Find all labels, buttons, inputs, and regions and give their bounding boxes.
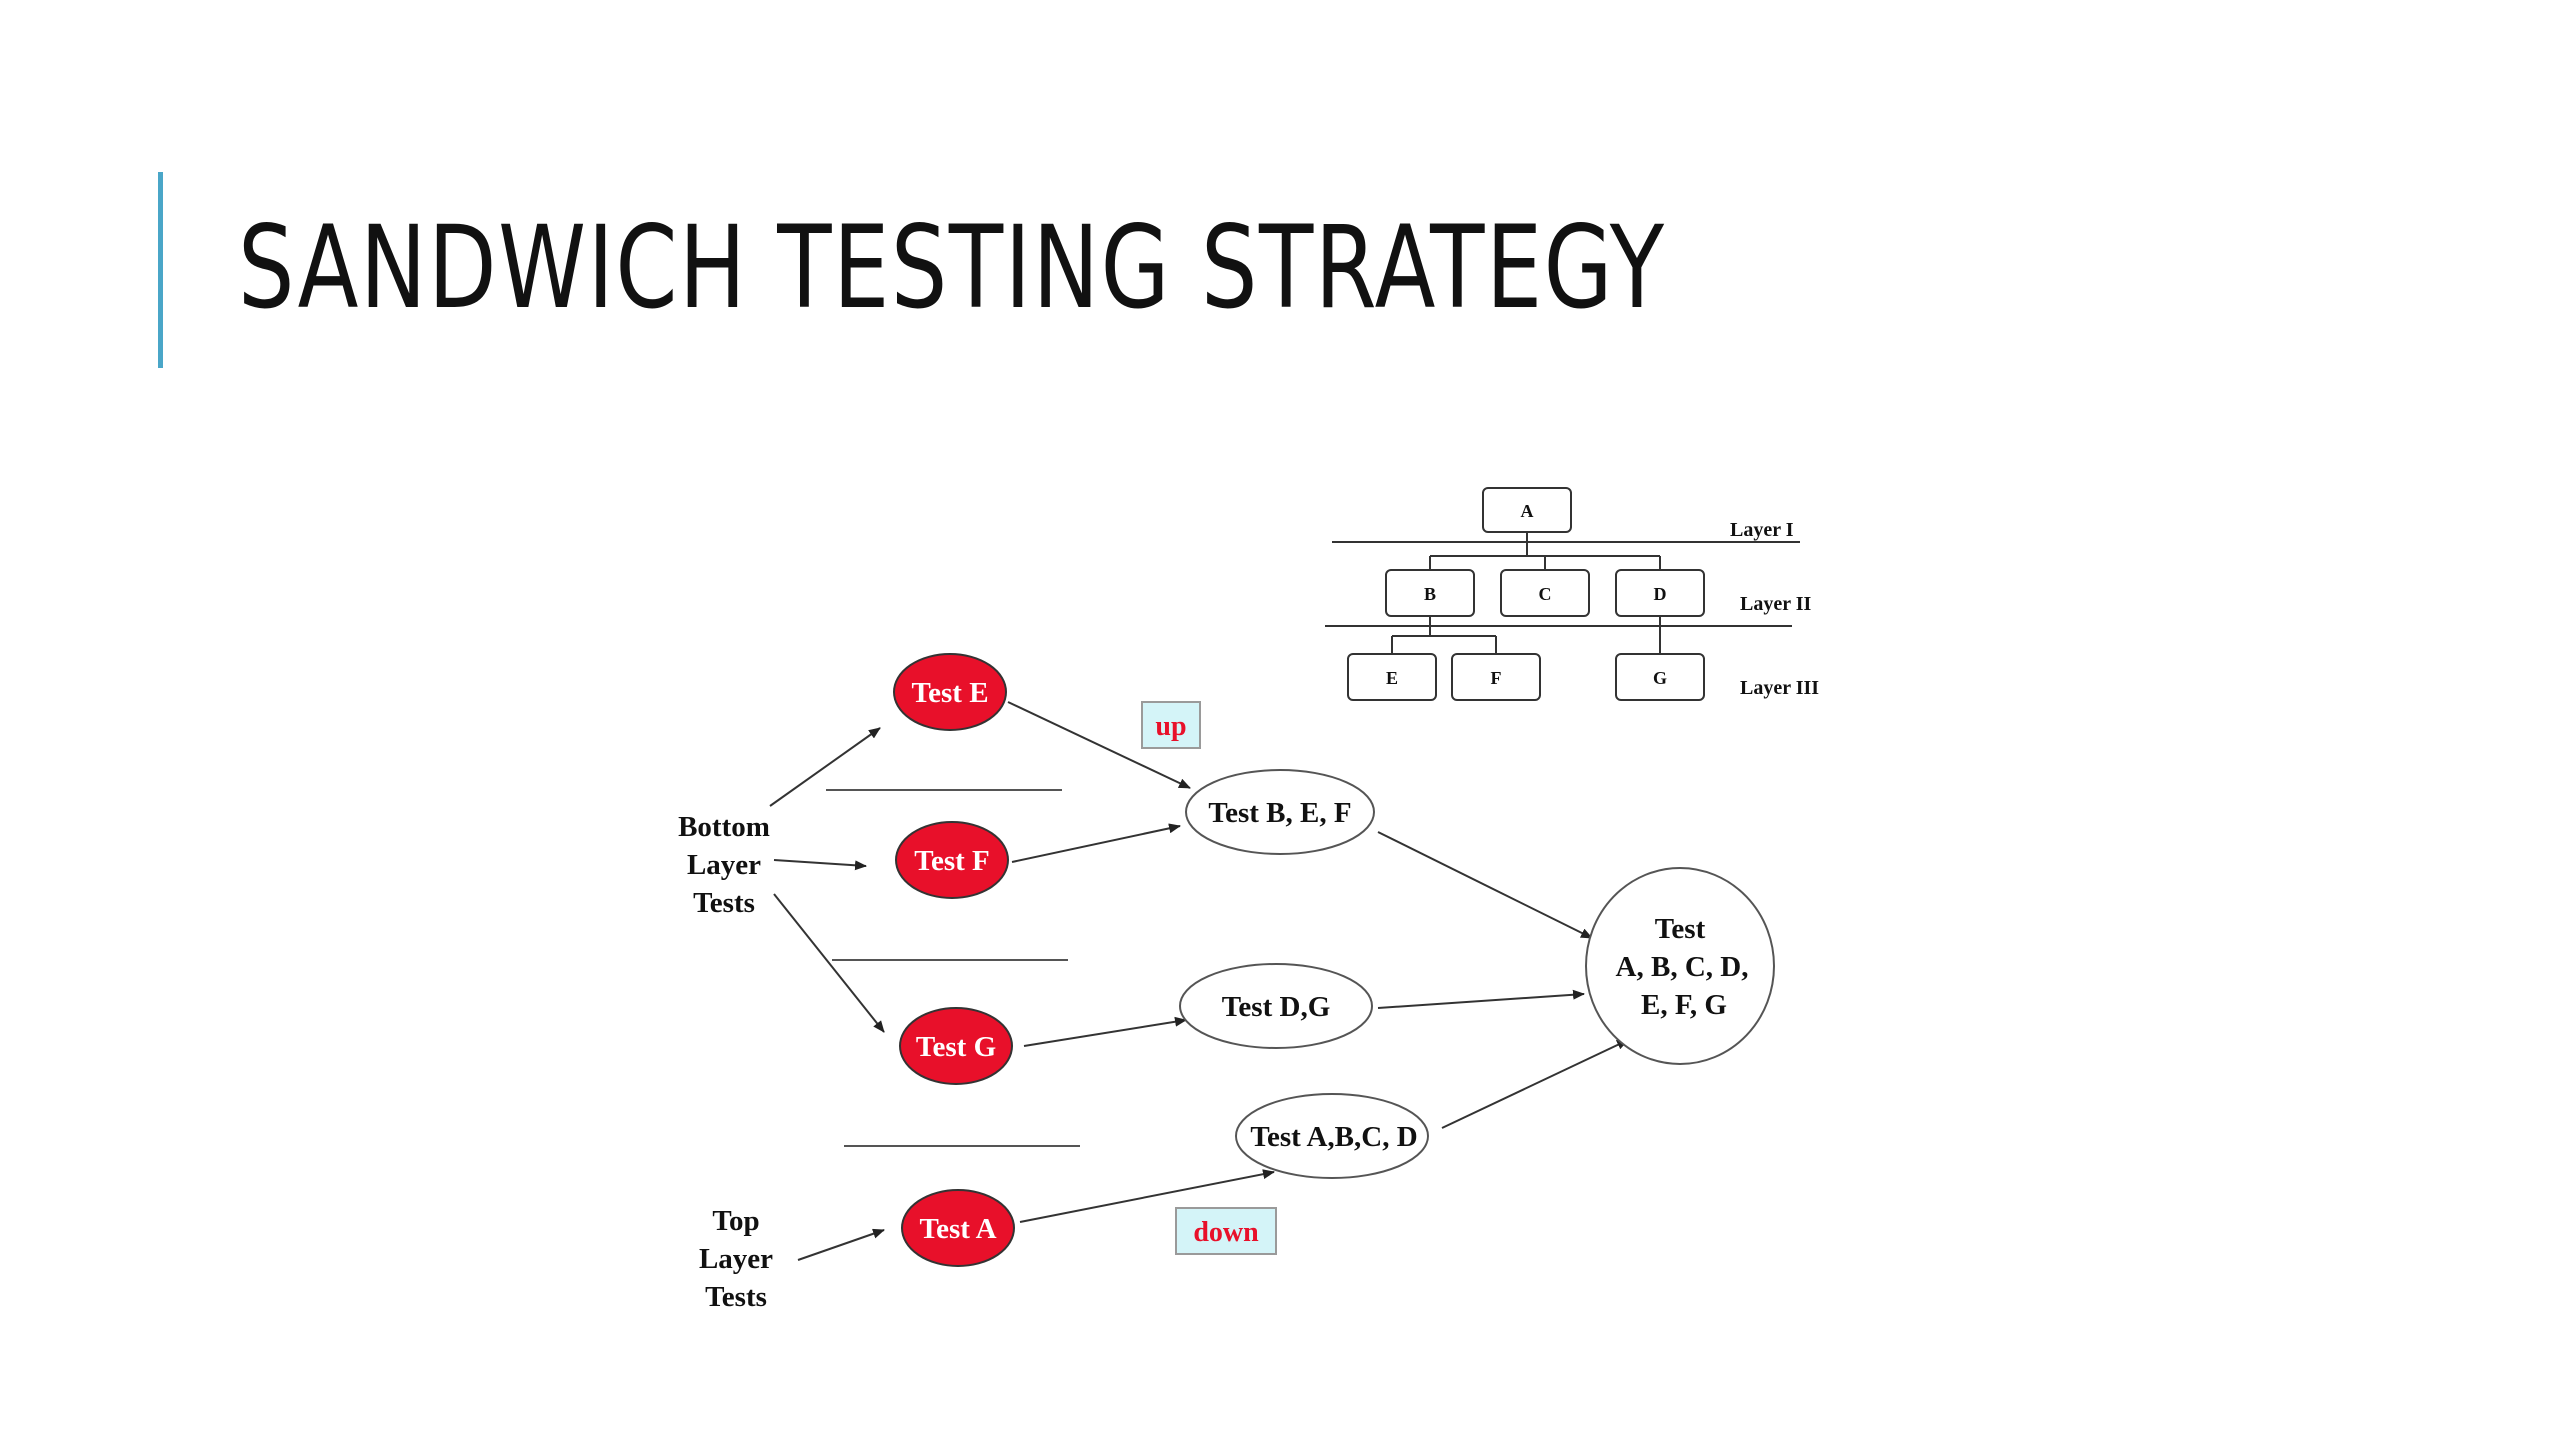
title-accent-bar <box>158 172 163 368</box>
module-box-c <box>1500 569 1590 617</box>
module-box-e <box>1347 653 1437 701</box>
down-tag-box <box>1175 1207 1277 1255</box>
bottom-layer-label-line-3: Tests <box>693 887 755 919</box>
layer-label-2: Layer II <box>1740 593 1812 615</box>
arrow-top-to-test-a <box>797 1228 885 1261</box>
module-hierarchy: A B C D E F G Layer I Layer II Layer III <box>1325 487 1819 701</box>
module-box-b <box>1385 569 1475 617</box>
module-label-g: G <box>1653 668 1667 688</box>
test-bef-node <box>1185 769 1375 855</box>
test-abcd-label: Test A,B,C, D <box>1250 1121 1417 1153</box>
arrow-bottom-to-test-f <box>773 859 867 871</box>
test-dg-node <box>1179 963 1373 1049</box>
test-all-label-line-1: Test <box>1655 913 1706 945</box>
test-g-label: Test G <box>916 1031 996 1063</box>
module-label-f: F <box>1491 668 1502 688</box>
arrow-test-e-to-bef <box>1007 701 1191 789</box>
arrow-bottom-to-test-e <box>769 727 881 807</box>
slide-title: SANDWICH TESTING STRATEGY <box>238 201 1666 334</box>
module-label-e: E <box>1386 668 1398 688</box>
arrow-bottom-to-test-g <box>773 893 885 1033</box>
arrow-dg-to-all <box>1377 989 1585 1009</box>
test-all-node <box>1585 867 1775 1065</box>
module-label-b: B <box>1424 584 1436 604</box>
top-layer-label-line-3: Tests <box>705 1281 767 1313</box>
arrow-test-a-to-abcd <box>1019 1169 1275 1223</box>
up-tag-label: up <box>1155 711 1186 742</box>
test-g-node <box>899 1007 1013 1085</box>
test-all-label-line-3: E, F, G <box>1641 989 1727 1021</box>
arrow-abcd-to-all <box>1441 1039 1629 1129</box>
module-label-a: A <box>1521 501 1534 521</box>
module-label-c: C <box>1539 584 1552 604</box>
top-layer-label-line-1: Top <box>712 1205 759 1237</box>
test-a-label: Test A <box>919 1213 996 1245</box>
down-tag-label: down <box>1193 1217 1259 1248</box>
module-box-f <box>1451 653 1541 701</box>
up-tag-box <box>1141 701 1201 749</box>
module-box-a <box>1482 487 1572 533</box>
test-abcd-node <box>1235 1093 1429 1179</box>
test-f-label: Test F <box>914 845 989 877</box>
arrow-bef-to-all <box>1377 831 1593 939</box>
top-layer-label-line-2: Layer <box>699 1243 773 1275</box>
bottom-layer-label-line-2: Layer <box>687 849 761 881</box>
test-all-label-line-2: A, B, C, D, <box>1616 951 1749 983</box>
module-label-d: D <box>1654 584 1667 604</box>
module-box-g <box>1615 653 1705 701</box>
test-e-label: Test E <box>911 677 988 709</box>
arrow-test-f-to-bef <box>1011 823 1181 863</box>
test-bef-label: Test B, E, F <box>1208 797 1351 829</box>
bottom-layer-test-nodes <box>893 653 1013 1085</box>
module-box-d <box>1615 569 1705 617</box>
arrow-test-g-to-dg <box>1023 1016 1187 1047</box>
test-dg-label: Test D,G <box>1222 991 1331 1023</box>
bottom-layer-label-line-1: Bottom <box>678 811 770 843</box>
test-f-node <box>895 821 1009 899</box>
test-e-node <box>893 653 1007 731</box>
test-a-node <box>901 1189 1015 1267</box>
layer-label-1: Layer I <box>1730 519 1794 541</box>
layer-label-3: Layer III <box>1740 677 1819 699</box>
